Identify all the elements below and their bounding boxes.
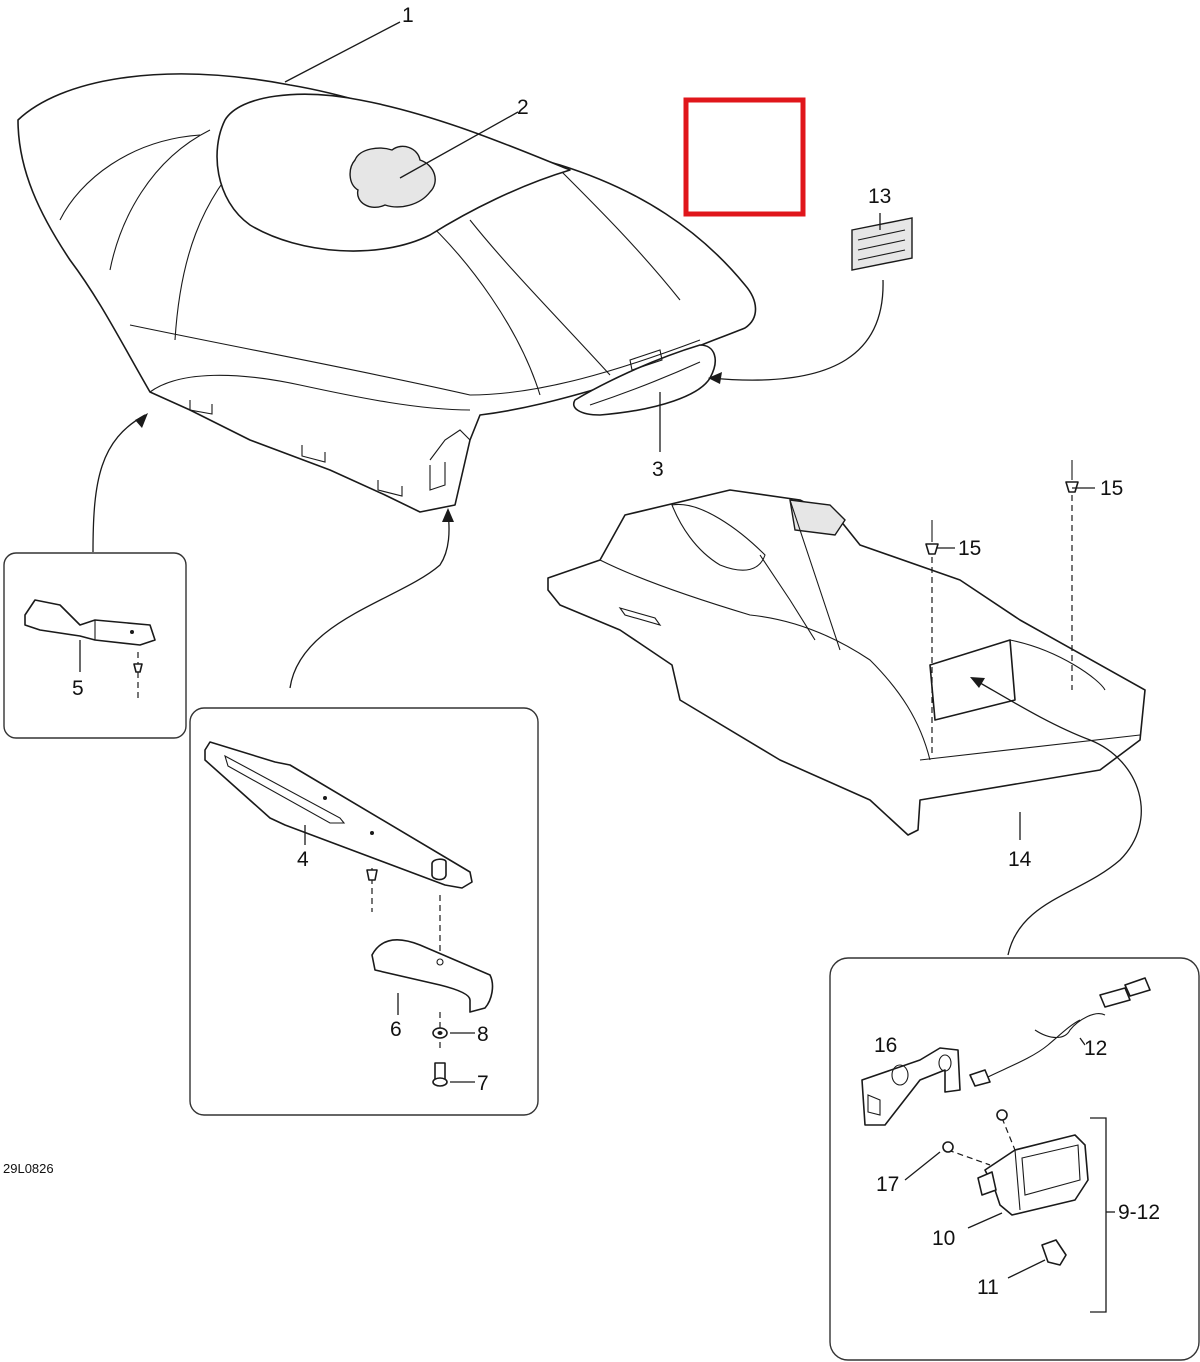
callout-3: 3 xyxy=(652,458,664,481)
callout-15-left: 15 xyxy=(958,537,981,560)
callout-2: 2 xyxy=(517,96,529,119)
callout-16: 16 xyxy=(874,1034,897,1057)
callout-15-right: 15 xyxy=(1100,477,1123,500)
detail-box-bracket-5 xyxy=(3,552,187,739)
callout-1: 1 xyxy=(402,4,414,27)
callout-13: 13 xyxy=(868,185,891,208)
callout-14: 14 xyxy=(1008,848,1032,871)
callout-12: 12 xyxy=(1084,1037,1107,1060)
highlight-box xyxy=(683,97,806,217)
seat-base xyxy=(547,489,1146,836)
detail-box-bracket-4 xyxy=(189,707,539,1116)
logo-patch xyxy=(349,145,436,208)
callout-6: 6 xyxy=(390,1018,402,1041)
callout-8: 8 xyxy=(477,1023,489,1046)
push-rivet-right xyxy=(1065,460,1079,690)
push-rivet-left xyxy=(925,520,939,755)
callout-4: 4 xyxy=(297,848,309,871)
seat-assembly xyxy=(17,73,757,513)
reference-code: 29L0826 xyxy=(3,1161,54,1176)
callout-7: 7 xyxy=(477,1072,489,1095)
callout-11: 11 xyxy=(977,1276,999,1299)
callout-5: 5 xyxy=(72,677,84,700)
callout-10: 10 xyxy=(932,1227,955,1250)
detail-box-light xyxy=(829,957,1200,1361)
callout-9-12: 9-12 xyxy=(1118,1201,1160,1224)
decal-part xyxy=(851,217,913,271)
callout-17: 17 xyxy=(876,1173,899,1196)
